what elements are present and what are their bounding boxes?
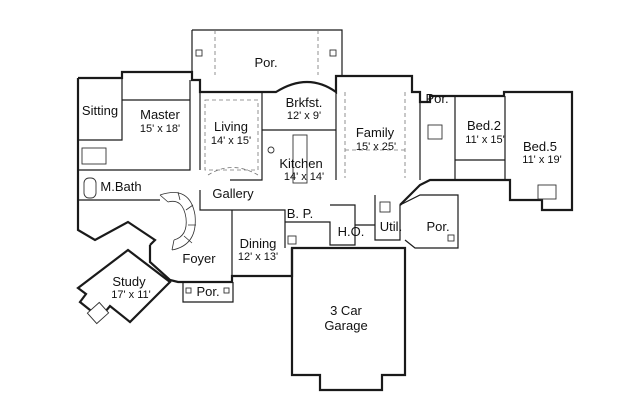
spiral-stair [159, 191, 196, 251]
porch-front-outline [182, 282, 234, 303]
bath-tub [83, 177, 97, 199]
label-family: Family [356, 125, 395, 140]
garage-walls [290, 246, 407, 392]
kitchen-island [292, 134, 308, 184]
label-sitting: Sitting [82, 103, 118, 118]
room-labels: Por. Por. Por. Por. Sitting Master 15' x… [82, 55, 562, 333]
porch-right-outline [399, 194, 459, 249]
label-foyer: Foyer [182, 251, 216, 266]
dim-living: 14' x 15' [211, 135, 251, 147]
dim-bed5: 11' x 19' [522, 154, 561, 166]
study-bay [86, 301, 110, 325]
bath-vanity [81, 147, 107, 165]
dash-lines-group [204, 30, 406, 180]
dim-bed2: 11' x 15' [465, 134, 504, 146]
kitchen-sink [267, 146, 275, 154]
label-study: Study [112, 274, 146, 289]
label-gallery: Gallery [212, 186, 254, 201]
porch-top-column-left [195, 49, 203, 57]
interior-walls [78, 78, 506, 276]
porch-top-column-right [329, 49, 337, 57]
dim-brkfst: 12' x 9' [287, 110, 321, 122]
porch-front-column-left [185, 287, 192, 294]
dim-study: 17' x 11' [111, 289, 150, 301]
dim-master: 15' x 18' [140, 123, 180, 135]
label-kitchen: Kitchen [279, 156, 322, 171]
label-bed5: Bed.5 [523, 139, 557, 154]
porch-front-column-right [223, 287, 230, 294]
outer-wall-west [76, 78, 157, 246]
walls [76, 29, 574, 392]
fixtures [81, 124, 557, 325]
util-washer [379, 201, 391, 213]
label-brkfst: Brkfst. [286, 95, 323, 110]
dim-family: 15' x 25' [356, 141, 396, 153]
label-living: Living [214, 119, 248, 134]
label-master: Master [140, 107, 180, 122]
label-bed2: Bed.2 [467, 118, 501, 133]
outer-wall-north [78, 70, 520, 104]
label-porch-right-top: Por. [425, 91, 448, 106]
label-ho: H.O. [338, 224, 365, 239]
dashed-lines [204, 30, 406, 180]
label-porch-top: Por. [254, 55, 277, 70]
label-util: Util. [380, 219, 402, 234]
label-bp: B. P. [287, 206, 314, 221]
outer-wall-east [399, 90, 574, 212]
label-dining: Dining [240, 236, 277, 251]
porch-top-outline [191, 29, 343, 75]
porch-right-column [447, 234, 455, 242]
bed5-bay [537, 184, 557, 200]
label-garage-line1: 3 Car [330, 303, 362, 318]
bed2-vanity [427, 124, 443, 140]
dim-kitchen: 14' x 14' [284, 171, 324, 183]
bp-toilet [287, 235, 297, 245]
label-porch-front: Por. [196, 284, 219, 299]
front-walls [148, 245, 294, 284]
label-porch-right: Por. [426, 219, 449, 234]
label-garage-line2: Garage [324, 318, 367, 333]
dim-dining: 12' x 13' [238, 251, 278, 263]
label-mbath: M.Bath [100, 179, 141, 194]
